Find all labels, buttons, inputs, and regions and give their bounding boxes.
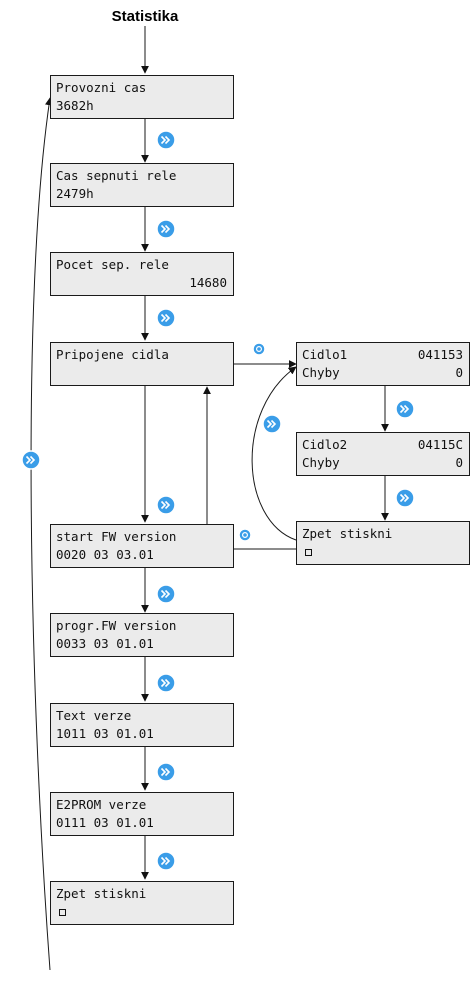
next-double-chevron-icon (156, 495, 176, 515)
screen-zpet-main: Zpet stiskni (50, 881, 234, 925)
cidlo1-errors-label: Chyby (302, 365, 340, 380)
screen-line1: E2PROM verze (56, 797, 147, 812)
next-double-chevron-icon (156, 584, 176, 604)
arrow-zpetsub-to-cidlo1 (251, 366, 297, 541)
screen-line1: start FW version (56, 529, 177, 544)
screen-line2: 0020 03 03.01 (56, 547, 154, 562)
ok-dot-icon (252, 342, 266, 356)
next-double-chevron-icon (262, 414, 282, 434)
screen-pocet-sepnuti: Pocet sep. rele 14680 (50, 252, 234, 296)
screen-cidlo1: Cidlo1 041153 Chyby 0 (296, 342, 470, 386)
screen-line2: 14680 (189, 275, 227, 290)
screen-start-fw: start FW version 0020 03 03.01 (50, 524, 234, 568)
screen-line1: Pripojene cidla (56, 347, 169, 362)
next-double-chevron-icon (156, 762, 176, 782)
screen-progr-fw: progr.FW version 0033 03 01.01 (50, 613, 234, 657)
screen-line2: 2479h (56, 186, 94, 201)
ok-square-icon (305, 549, 312, 556)
screen-pripojene-cidla: Pripojene cidla (50, 342, 234, 386)
cidlo2-name: Cidlo2 (302, 437, 348, 452)
next-double-chevron-icon (21, 450, 41, 470)
next-double-chevron-icon (156, 673, 176, 693)
next-double-chevron-icon (395, 399, 415, 419)
cidlo2-errors-value: 0 (455, 455, 463, 470)
cidlo1-id: 041153 (417, 347, 463, 362)
screen-line1: progr.FW version (56, 618, 177, 633)
diagram-title: Statistika (111, 8, 179, 25)
screen-line2: 1011 03 01.01 (56, 726, 154, 741)
next-double-chevron-icon (395, 488, 415, 508)
screen-e2prom: E2PROM verze 0111 03 01.01 (50, 792, 234, 836)
arrow-zpetmain-to-provozni (30, 97, 53, 971)
screen-line2: 3682h (56, 98, 94, 113)
cidlo1-errors-value: 0 (455, 365, 463, 380)
cidlo1-name: Cidlo1 (302, 347, 348, 362)
ok-dot-icon (238, 528, 252, 542)
next-double-chevron-icon (156, 219, 176, 239)
screen-line1: Cas sepnuti rele (56, 168, 177, 183)
cidlo2-errors-label: Chyby (302, 455, 340, 470)
next-double-chevron-icon (156, 130, 176, 150)
screen-provozni-cas: Provozni cas 3682h (50, 75, 234, 119)
next-double-chevron-icon (156, 851, 176, 871)
screen-text-verze: Text verze 1011 03 01.01 (50, 703, 234, 747)
ok-square-icon (59, 909, 66, 916)
screen-cidlo2: Cidlo2 04115C Chyby 0 (296, 432, 470, 476)
screen-line2: 0111 03 01.01 (56, 815, 154, 830)
next-double-chevron-icon (156, 308, 176, 328)
screen-line1: Text verze (56, 708, 132, 723)
screen-zpet-submenu: Zpet stiskni (296, 521, 470, 565)
cidlo2-id: 04115C (417, 437, 463, 452)
screen-line1: Zpet stiskni (302, 526, 393, 541)
screen-line1: Zpet stiskni (56, 886, 147, 901)
screen-line1: Pocet sep. rele (56, 257, 169, 272)
screen-cas-sepnuti: Cas sepnuti rele 2479h (50, 163, 234, 207)
screen-line1: Provozni cas (56, 80, 147, 95)
screen-line2: 0033 03 01.01 (56, 636, 154, 651)
